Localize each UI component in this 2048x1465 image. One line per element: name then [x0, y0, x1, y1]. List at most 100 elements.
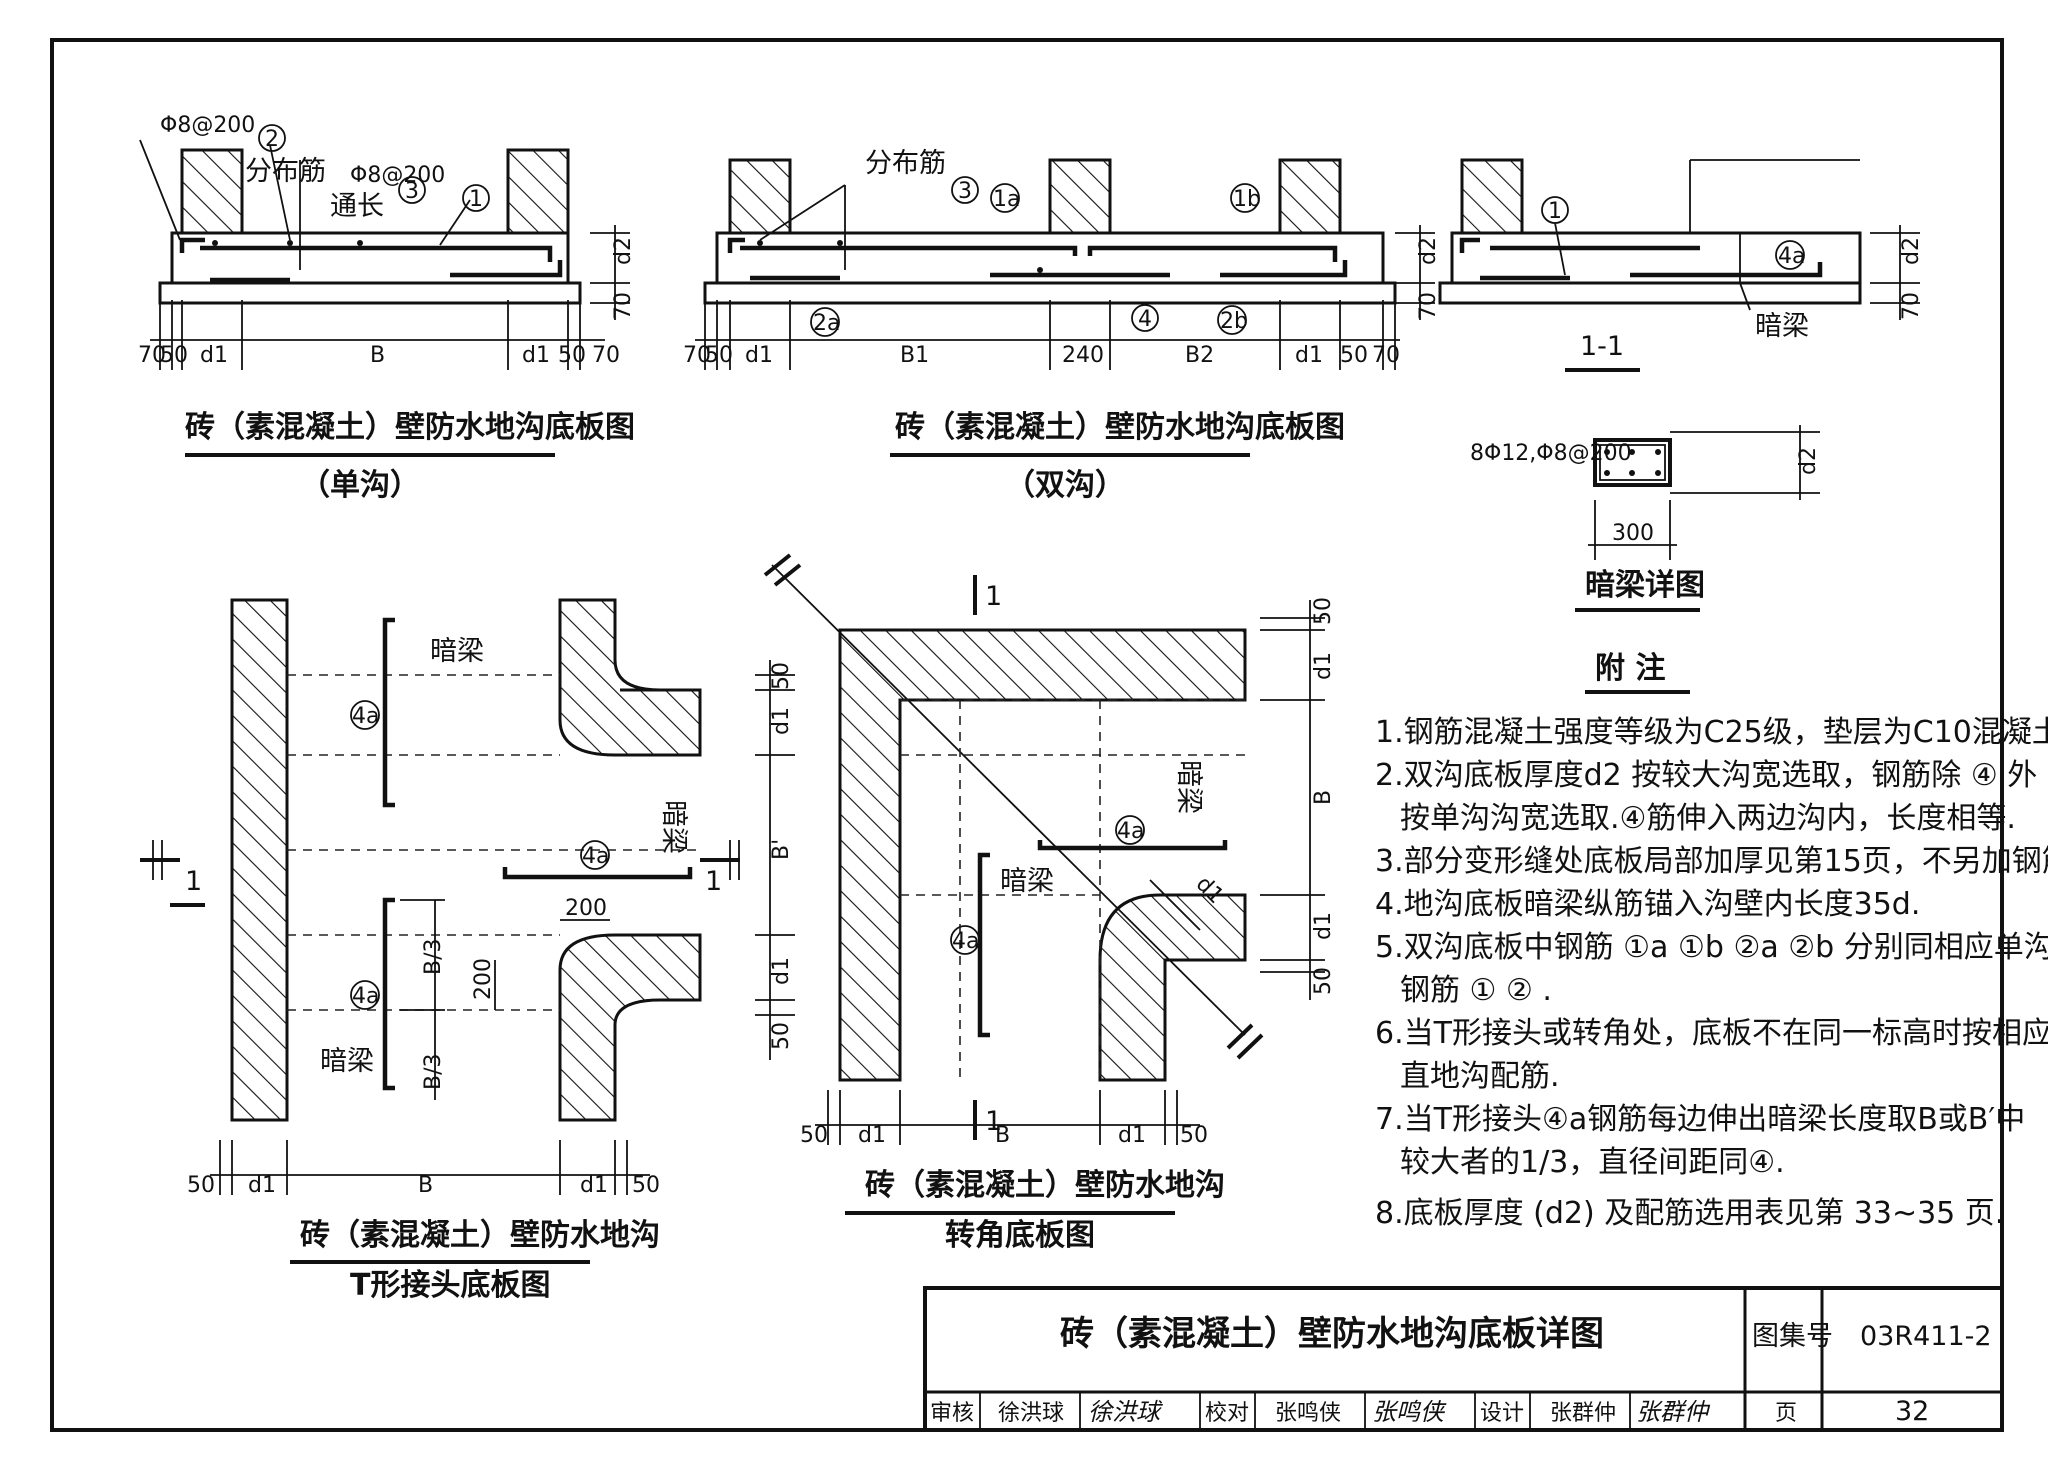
t-cut-right: 1: [705, 866, 722, 897]
dim-70-r: 70: [592, 343, 620, 368]
sec-d2: d2: [1899, 237, 1924, 265]
t-subtitle: T形接头底板图: [350, 1268, 550, 1303]
ddim-d1-l: d1: [745, 343, 773, 368]
ddim-d2: d2: [1416, 237, 1441, 265]
mark-3-d: 3: [958, 179, 972, 204]
tb-sig-checker: 张鸣侠: [1372, 1398, 1447, 1426]
ddim-b1: B1: [900, 343, 929, 368]
tb-review-label: 审核: [930, 1401, 974, 1426]
t-anliang-mid: 暗梁: [658, 800, 689, 854]
tb-designer: 张群仲: [1550, 1401, 1616, 1426]
dim-50-r: 50: [558, 343, 586, 368]
t-b3-a: B/3: [421, 938, 446, 975]
tb-page-label: 页: [1775, 1401, 1797, 1426]
tdim-v-50-b: 50: [769, 1022, 794, 1050]
cdim-v-b: B: [1311, 790, 1336, 805]
single-trench-section: Φ8@200 2 分布筋 Φ8@200 通长 3 1 70 50 d1 B d1…: [138, 113, 636, 503]
tdim-b: B: [418, 1173, 433, 1198]
t-title: 砖（素混凝土）壁防水地沟: [300, 1218, 660, 1253]
dim-d1-r: d1: [522, 343, 550, 368]
c-cut-top: 1: [985, 581, 1002, 612]
cdim-v-d1-b: d1: [1311, 912, 1336, 940]
tdim-d1-r: d1: [580, 1173, 608, 1198]
tb-sig-reviewer: 徐洪球: [1088, 1398, 1163, 1426]
note-4: 4.地沟底板暗梁纵筋锚入沟壁内长度35d.: [1375, 887, 1920, 922]
notes-heading: 附 注: [1595, 651, 1665, 686]
ddim-240: 240: [1062, 343, 1104, 368]
c-mark-4a-1: 4a: [1117, 819, 1144, 844]
ddim-d1-r: d1: [1295, 343, 1323, 368]
double-trench-section: 分布筋 3 1a 1b 2a 4 2b 70 50 d1 B1 240 B2 d…: [683, 148, 1441, 503]
beam-width: 300: [1612, 521, 1654, 546]
t-anliang-bot: 暗梁: [320, 1046, 374, 1077]
ddim-50-l: 50: [705, 343, 733, 368]
note-2b: 按单沟沟宽选取.④筋伸入两边沟内，长度相等.: [1400, 801, 2016, 836]
tdim-v-d1-t: d1: [769, 707, 794, 735]
tongchang-label: 通长: [330, 191, 384, 222]
beam-rebar: 8Φ12,Φ8@200: [1470, 441, 1632, 466]
mark-2b: 2b: [1220, 309, 1248, 334]
mark-2a: 2a: [813, 311, 840, 336]
tdim-50-r: 50: [632, 1173, 660, 1198]
left-wall: [180, 148, 244, 235]
double-title: 砖（素混凝土）壁防水地沟底板图: [895, 410, 1345, 445]
c-subtitle: 转角底板图: [945, 1218, 1095, 1253]
tdim-d1-l: d1: [248, 1173, 276, 1198]
ddim-70-v: 70: [1416, 292, 1441, 320]
t-mark-4a-1: 4a: [352, 704, 379, 729]
ddim-b2: B2: [1185, 343, 1214, 368]
sec-1-1-label: 1-1: [1580, 331, 1624, 362]
dim-70-v: 70: [611, 292, 636, 320]
note-7b: 较大者的1/3，直径间距同④.: [1400, 1145, 1785, 1180]
tdim-50-l: 50: [187, 1173, 215, 1198]
ddim-70-l: 70: [683, 343, 711, 368]
c-anliang-r: 暗梁: [1173, 760, 1204, 814]
sec-70: 70: [1899, 292, 1924, 320]
fenbujin-label-2: 分布筋: [865, 148, 946, 179]
cdim-b: B: [995, 1123, 1010, 1148]
phi-top-label: Φ8@200: [160, 113, 255, 138]
phi-mid-label: Φ8@200: [350, 163, 445, 188]
tb-check-label: 校对: [1205, 1401, 1249, 1426]
tb-atlas-no: 03R411-2: [1860, 1321, 1992, 1352]
dim-70-l: 70: [138, 343, 166, 368]
note-1: 1.钢筋混凝土强度等级为C25级，垫层为C10混凝土。: [1375, 715, 2048, 750]
mark-3: 3: [405, 179, 419, 204]
tb-sig-designer: 张群仲: [1636, 1398, 1711, 1426]
c-mark-4a-2: 4a: [952, 929, 979, 954]
corner-plan: 暗梁 暗梁 4a 4a 1 1 d1 50 d1 B d1 50 50 d1 B…: [763, 553, 1336, 1253]
beam-title: 暗梁详图: [1585, 568, 1705, 603]
t-joint-plan: 暗梁 暗梁 暗梁 4a 4a 4a 1 1 B/3 B/3 200 200 50: [140, 598, 795, 1303]
beam-detail: 8Φ12,Φ8@200 d2 300 暗梁详图: [1470, 425, 1821, 612]
note-5: 5.双沟底板中钢筋 ①a ①b ②a ②b 分别同相应单沟中: [1375, 930, 2048, 965]
tdim-v-50-t: 50: [769, 662, 794, 690]
mark-2: 2: [265, 127, 279, 152]
tdim-v-b: B': [769, 839, 794, 860]
right-wall: [506, 148, 570, 235]
single-subtitle: （单沟）: [300, 468, 420, 503]
notes: 附 注 1.钢筋混凝土强度等级为C25级，垫层为C10混凝土。 2.双沟底板厚度…: [1375, 651, 2048, 1231]
cdim-v-50-t: 50: [1311, 597, 1336, 625]
section-1-1: 1 4a 暗梁 1-1 d2 70: [1438, 158, 1924, 372]
t-mark-4a-3: 4a: [582, 844, 609, 869]
c-anliang-l: 暗梁: [1000, 866, 1054, 897]
note-6: 6.当T形接头或转角处，底板不在同一标高时按相应: [1375, 1016, 2048, 1051]
note-7: 7.当T形接头④a钢筋每边伸出暗梁长度取B或B′中: [1375, 1102, 2025, 1137]
sec-mark-4a: 4a: [1778, 244, 1805, 269]
sec-anliang: 暗梁: [1755, 311, 1809, 342]
tb-atlas-label: 图集号: [1752, 1321, 1833, 1352]
cdim-v-d1-t: d1: [1311, 652, 1336, 680]
mark-1a: 1a: [993, 187, 1020, 212]
dim-d2: d2: [611, 237, 636, 265]
cdim-d1-r: d1: [1118, 1123, 1146, 1148]
cdim-v-50-b: 50: [1311, 967, 1336, 995]
t-anliang-top: 暗梁: [430, 636, 484, 667]
sec-mark-1: 1: [1548, 199, 1562, 224]
tb-title: 砖（素混凝土）壁防水地沟底板详图: [1060, 1314, 1604, 1354]
cdim-d1-l: d1: [858, 1123, 886, 1148]
note-8: 8.底板厚度 (d2) 及配筋选用表见第 33~35 页.: [1375, 1196, 2004, 1231]
c-cut-bot: 1: [985, 1106, 1002, 1137]
mark-4: 4: [1138, 307, 1152, 332]
dim-b: B: [370, 343, 385, 368]
